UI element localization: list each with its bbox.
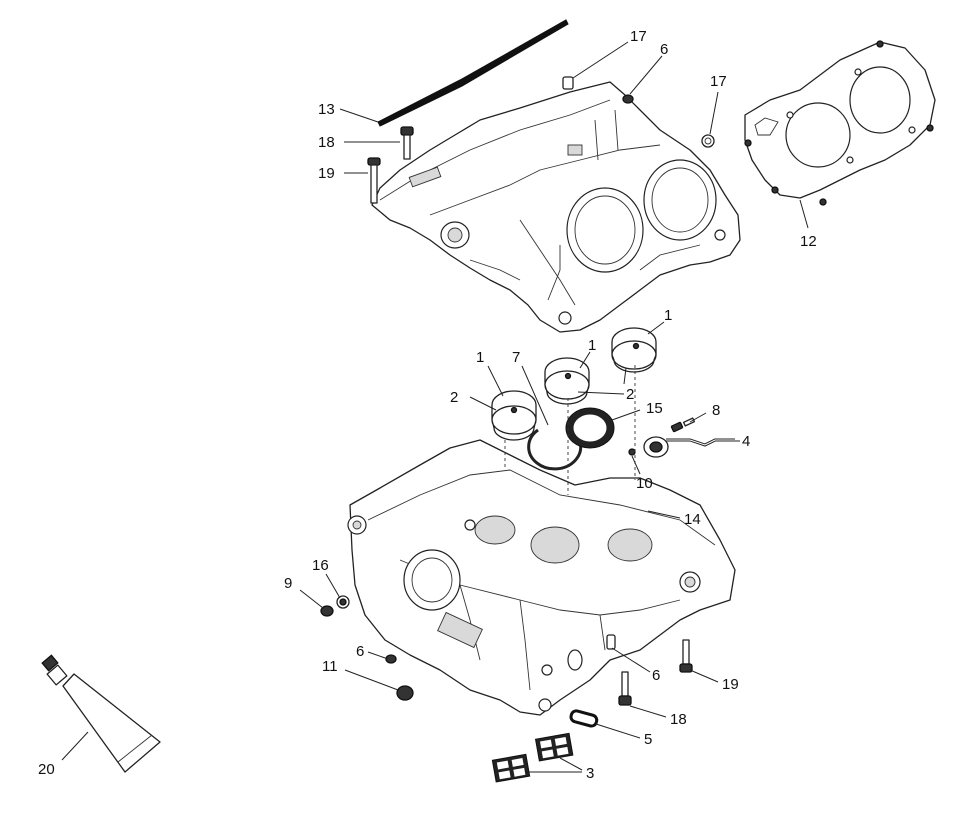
gasket-3b xyxy=(491,753,531,783)
callout-6-top: 6 xyxy=(660,41,668,58)
leader-lines xyxy=(61,41,809,773)
callout-3: 3 xyxy=(586,765,594,782)
callout-20: 20 xyxy=(38,761,55,778)
bolt-lower-19 xyxy=(679,639,693,673)
pin-6-right xyxy=(606,634,616,650)
callout-19-upper: 19 xyxy=(318,165,335,182)
callout-9: 9 xyxy=(284,575,292,592)
callout-17-right: 17 xyxy=(710,73,727,90)
dowel-pin-upper xyxy=(562,76,574,90)
callout-6-right: 6 xyxy=(652,667,660,684)
callout-8: 8 xyxy=(712,402,720,419)
callout-17-top: 17 xyxy=(630,28,647,45)
sealant-bead xyxy=(377,19,569,127)
plug-9 xyxy=(320,605,334,617)
head-gasket xyxy=(744,40,936,206)
gasket-3a xyxy=(534,732,574,762)
callout-10: 10 xyxy=(636,475,653,492)
oil-seal xyxy=(565,407,615,449)
bolt-lower-18 xyxy=(618,671,632,706)
bearing-shell-left xyxy=(491,390,537,441)
bearing-shell-right xyxy=(611,327,657,373)
callout-18-upper: 18 xyxy=(318,134,335,151)
callout-1-right: 1 xyxy=(664,307,672,324)
callout-1-middle: 1 xyxy=(588,337,596,354)
plug-upper xyxy=(622,94,634,104)
callout-2-right: 2 xyxy=(626,386,634,403)
callout-15: 15 xyxy=(646,400,663,417)
callout-4: 4 xyxy=(742,433,750,450)
callout-numbers: 13 18 19 17 6 17 12 1 1 1 7 2 2 15 8 4 1… xyxy=(38,28,817,782)
callout-1-left: 1 xyxy=(476,349,484,366)
bolt-upper-19 xyxy=(367,157,381,204)
callout-11: 11 xyxy=(322,658,338,675)
callout-12: 12 xyxy=(800,233,817,250)
callout-16: 16 xyxy=(312,557,329,574)
o-ring xyxy=(569,709,599,728)
callout-6-left: 6 xyxy=(356,643,364,660)
plug-6-lower xyxy=(385,654,397,664)
bolt-upper-18 xyxy=(400,126,414,160)
callout-14: 14 xyxy=(684,511,701,528)
bearing-shell-middle xyxy=(544,357,590,405)
callout-7: 7 xyxy=(512,349,520,366)
drain-plug-11 xyxy=(396,685,414,701)
dowel-pin-right xyxy=(701,134,715,148)
washer-16 xyxy=(336,595,350,609)
callout-19-lower: 19 xyxy=(722,676,739,693)
lower-crankcase-half xyxy=(347,439,736,716)
callout-5: 5 xyxy=(644,731,652,748)
callout-13: 13 xyxy=(318,101,335,118)
callout-18-lower: 18 xyxy=(670,711,687,728)
callout-2-left: 2 xyxy=(450,389,458,406)
upper-crankcase-half xyxy=(371,81,741,333)
sensor-assembly xyxy=(628,417,735,458)
sealant-tube xyxy=(41,654,161,773)
